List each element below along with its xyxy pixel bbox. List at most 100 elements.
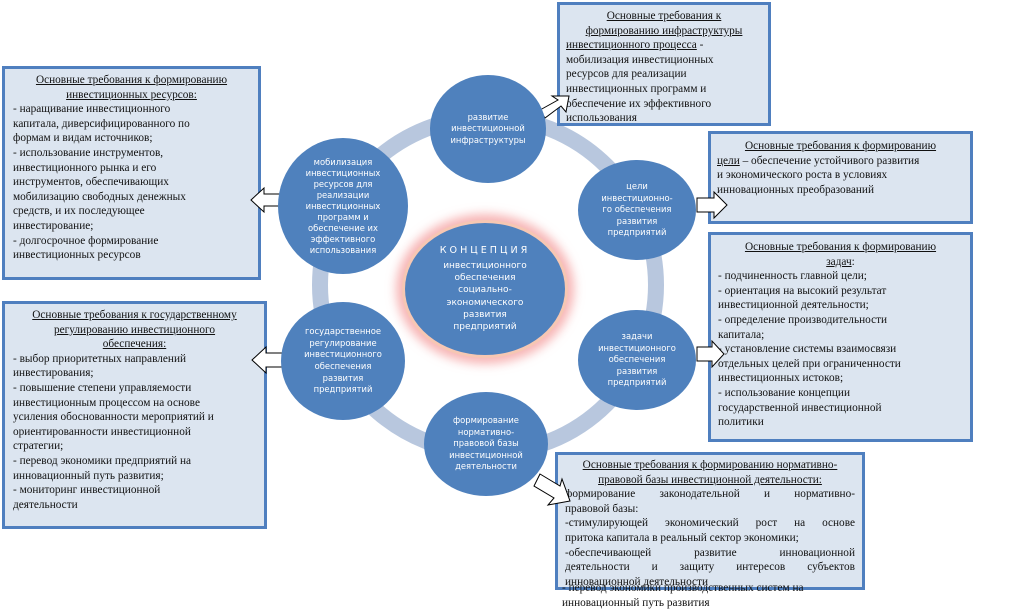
box-heading: Основные требования к формированию: [35, 74, 228, 86]
box-line: инвестиционных программ и: [566, 82, 707, 95]
circle-infrastructure: развитие инвестиционной инфраструктуры: [430, 75, 546, 183]
box-heading: Основные требования к формированию: [744, 140, 937, 152]
box-resources-requirements: Основные требования к формированию инвес…: [2, 66, 261, 280]
circle-label: государственное: [304, 326, 382, 337]
circle-label: обеспечения: [314, 361, 372, 371]
circle-state-regulation: государственное регулирование инвестицио…: [281, 302, 405, 420]
box-line: инновационной деятельности: [565, 575, 709, 588]
box-line: - установление системы взаимосвязи: [718, 343, 897, 356]
circle-label: инвестиционных: [305, 167, 381, 178]
box-heading-word: задач: [826, 255, 852, 268]
circle-label: предприятий: [607, 377, 667, 388]
box-line: стратегии;: [13, 440, 64, 453]
box-line: отдельных целей при ограниченности: [718, 357, 901, 370]
circle-label: инвестиционной: [449, 449, 523, 460]
box-heading-suffix: :: [851, 255, 855, 268]
box-line: - использование инструментов,: [13, 146, 164, 159]
box-legal-base-requirements: Основные требования к формированию норма…: [555, 452, 865, 590]
concept-subtitle-line: обеспечения: [454, 273, 516, 284]
box-line: притока капитала в реальный сектор эконо…: [565, 531, 799, 544]
circle-label: инфраструктуры: [450, 134, 526, 145]
box-line: политики: [718, 416, 764, 429]
circle-label: программ и: [317, 211, 369, 222]
box-line: государственной инвестиционной: [718, 401, 882, 414]
box-line: ориентированности инвестиционной: [13, 425, 191, 438]
box-heading: инвестиционного процесса: [566, 39, 697, 52]
box-line: – обеспечение устойчивого развития: [739, 154, 920, 167]
concept-subtitle-line: инвестиционного: [443, 260, 527, 271]
box-heading-suffix: -: [696, 39, 704, 52]
box-line: -обеспечивающей развитие инновационной: [565, 546, 855, 559]
box-heading: обеспечения:: [102, 338, 167, 351]
box-line: инновационный путь развития;: [13, 469, 164, 482]
box-line: - мониторинг инвестиционной: [13, 484, 161, 497]
box-goals-requirements: Основные требования к формированию цели …: [708, 131, 973, 224]
circle-legal-base: формирование нормативно- правовой базы и…: [424, 392, 548, 496]
circle-label: эффективного: [310, 233, 376, 244]
box-line: деятельности: [13, 498, 78, 511]
box-line: инвестиционных истоков;: [718, 372, 844, 385]
circle-label: правовой базы: [453, 438, 519, 449]
box-line: капитала;: [718, 328, 765, 341]
circle-label: задачи: [621, 331, 653, 342]
box-line: формам и видам источников;: [13, 132, 153, 145]
center-concept-circle: КОНЦЕПЦИЯ инвестиционного обеспечения со…: [405, 223, 565, 355]
circle-label: деятельности: [455, 461, 517, 472]
circle-label: мобилизация: [313, 156, 373, 167]
box-line: и экономического роста в условиях: [717, 169, 888, 182]
box-line: - подчиненность главной цели;: [718, 270, 867, 283]
box-line: средств, и их последующее: [13, 205, 145, 218]
box-line: - ориентация на высокий результат: [718, 284, 887, 297]
circle-label: реализации: [316, 189, 370, 200]
box-line: формирование законодательной и нормативн…: [565, 488, 855, 501]
box-line: - наращивание инвестиционного: [13, 103, 171, 116]
box-heading: инвестиционных ресурсов:: [66, 88, 197, 101]
box-heading: Основные требования к формированию: [744, 241, 937, 253]
circle-label: формирование: [453, 415, 519, 426]
box-line: - использование концепции: [718, 386, 851, 399]
box-line: капитала, диверсифицированного по: [13, 117, 190, 130]
box-line: - перевод экономики предприятий на: [13, 454, 192, 467]
circle-label: инвестиционной: [451, 123, 525, 134]
circle-label: регулирование: [309, 337, 377, 348]
circle-label: развитие: [467, 111, 509, 122]
box-line: обеспечение их эффективного: [566, 97, 712, 110]
circle-label: инвестиционно-: [601, 192, 673, 203]
box-heading-word: цели: [717, 154, 740, 167]
box-line: - повышение степени управляемости: [13, 381, 192, 394]
circle-label: инвестиционного: [304, 349, 382, 360]
box-line: инновационный путь развития: [562, 596, 710, 609]
box-line: мобилизация инвестиционных: [566, 53, 714, 66]
box-heading: Основные требования к формированию норма…: [582, 459, 838, 471]
circle-label: предприятий: [607, 227, 667, 238]
box-line: - долгосрочное формирование: [13, 234, 159, 247]
box-line: усиления обоснованности мероприятий и: [13, 411, 214, 424]
box-state-regulation-requirements: Основные требования к государственному р…: [2, 301, 267, 529]
circle-label: обеспечения: [608, 354, 666, 365]
circle-label: предприятий: [313, 384, 373, 395]
box-line: использования: [566, 112, 637, 125]
box-heading: формированию инфраструктуры: [585, 24, 743, 37]
box-heading: правовой базы инвестиционной деятельност…: [598, 473, 822, 486]
box-heading: Основные требования к государственному: [32, 309, 237, 321]
circle-label: ресурсов для: [313, 178, 373, 189]
circle-goals: цели инвестиционно- го обеспечения разви…: [578, 160, 696, 260]
concept-subtitle-line: развития: [463, 309, 507, 320]
box-heading: Основные требования к: [606, 10, 722, 22]
circle-label: го обеспечения: [602, 204, 672, 215]
box-line: инвестиционным процессом на основе: [13, 396, 200, 409]
box-line: инвестиционного рынка и его: [13, 161, 157, 174]
box-line: инструментов, обеспечивающих: [13, 176, 169, 189]
box-line: - определение производительности: [718, 313, 888, 326]
box-line: инвестиционных ресурсов: [13, 249, 141, 262]
box-line: инвестирования;: [13, 367, 94, 380]
concept-subtitle-line: предприятий: [453, 321, 517, 332]
circle-label: обеспечение их: [308, 222, 378, 233]
box-line: - выбор приоритетных направлений: [13, 352, 187, 365]
concept-subtitle-line: социально-: [458, 285, 512, 296]
box-heading: регулированию инвестиционного: [53, 323, 216, 336]
circle-label: нормативно-: [457, 426, 515, 437]
box-line: правовой базы:: [565, 502, 639, 515]
box-line: - перевод экономики производственных сис…: [562, 582, 804, 594]
circle-label: развития: [616, 365, 658, 376]
